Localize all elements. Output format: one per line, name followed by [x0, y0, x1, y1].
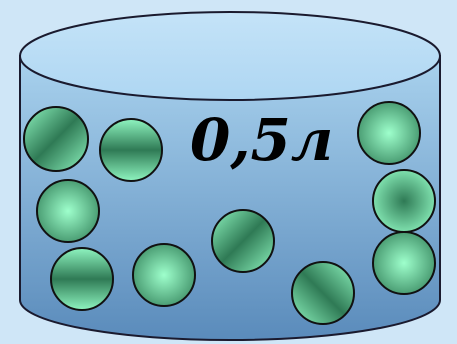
volume-label: 0,5л	[190, 106, 333, 174]
ball	[50, 247, 114, 311]
ball	[372, 231, 436, 295]
ball	[372, 169, 436, 233]
ball	[211, 209, 275, 273]
ball	[357, 101, 421, 165]
ball	[23, 106, 89, 172]
ball	[99, 118, 163, 182]
ball	[36, 179, 100, 243]
container-top	[19, 11, 441, 101]
ball	[132, 243, 196, 307]
ball	[291, 261, 355, 325]
